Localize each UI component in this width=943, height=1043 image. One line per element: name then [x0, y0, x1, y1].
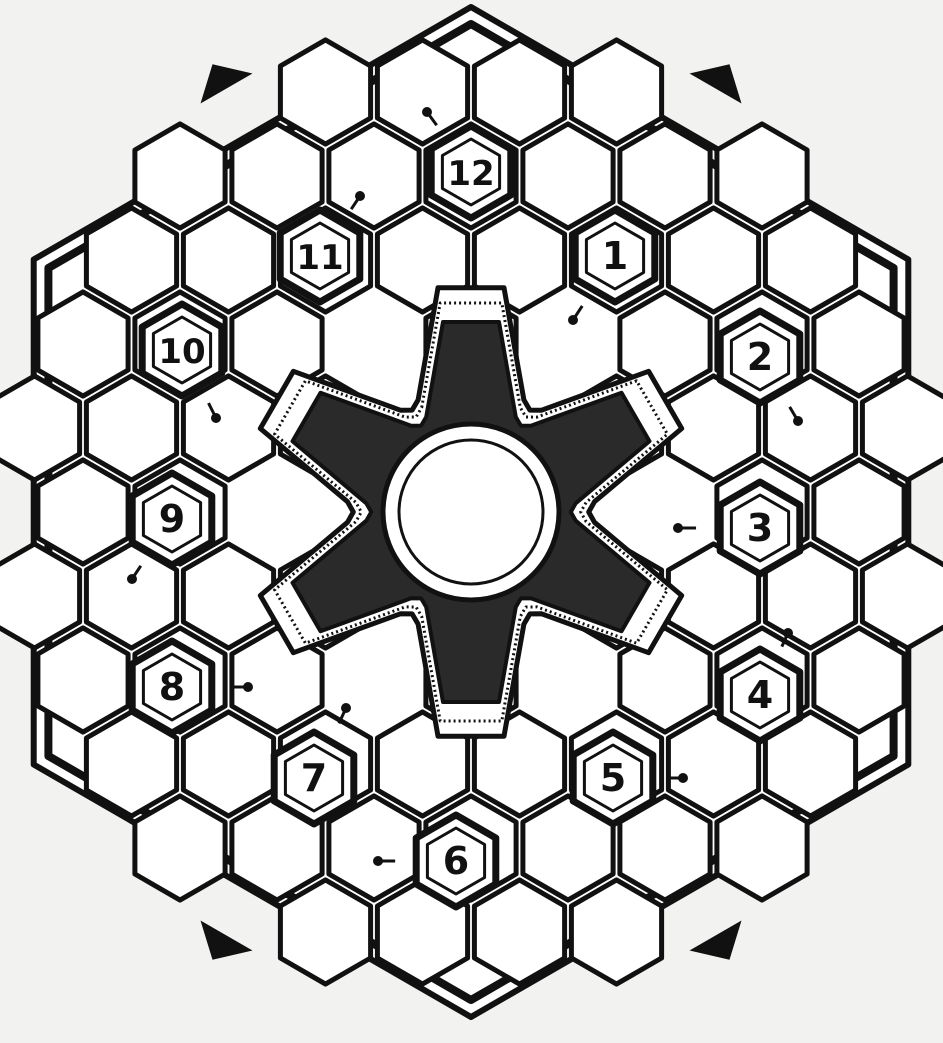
cell-number-label: 6 [443, 839, 469, 883]
cell-number-label: 2 [747, 335, 773, 379]
hex-cell [717, 124, 807, 228]
hex-cell [38, 460, 128, 564]
hex-cell [86, 376, 176, 480]
hex-cell [765, 208, 855, 312]
hex-cell [38, 292, 128, 396]
hex-cell [814, 628, 904, 732]
cell-number-label: 12 [447, 154, 494, 194]
cell-number-label: 10 [158, 332, 205, 372]
pointer-dot [373, 856, 383, 866]
pointer-dot [127, 574, 137, 584]
hex-cell [620, 124, 710, 228]
hex-cell [135, 124, 225, 228]
cell-number-label: 5 [600, 756, 626, 800]
cell-number-label: 8 [159, 665, 185, 709]
pointer-dot [243, 682, 253, 692]
cell-number-label: 7 [301, 756, 327, 800]
hex-cell [135, 796, 225, 900]
pointer-dot [678, 773, 688, 783]
hex-cell [571, 40, 661, 144]
cell-number-label: 1 [602, 234, 628, 278]
cell-number-label: 9 [159, 497, 185, 541]
hex-cell [377, 40, 467, 144]
hex-cell [814, 292, 904, 396]
central-channel-inner [399, 440, 543, 584]
hex-cell [329, 124, 419, 228]
corner-block [201, 64, 253, 103]
pointer-dot [355, 191, 365, 201]
hex-cell [183, 208, 273, 312]
hex-cell [668, 208, 758, 312]
hex-cell [280, 40, 370, 144]
hex-cell [814, 460, 904, 564]
corner-block [690, 921, 742, 960]
hex-cell [474, 40, 564, 144]
hex-cell [571, 880, 661, 984]
corner-block [201, 921, 253, 960]
pointer-dot [211, 413, 221, 423]
hex-cell [280, 880, 370, 984]
pointer-dot [422, 107, 432, 117]
pointer-dot [341, 703, 351, 713]
pointer-dot [673, 523, 683, 533]
hex-cell [183, 712, 273, 816]
cell-number-label: 3 [747, 506, 773, 550]
hex-cell [717, 796, 807, 900]
hex-cell [86, 208, 176, 312]
pointer-dot [793, 416, 803, 426]
cell-number-label: 4 [747, 673, 773, 717]
corner-block [690, 64, 742, 103]
hex-cell [523, 124, 613, 228]
pointer-dot [783, 628, 793, 638]
cell-number-label: 11 [296, 238, 343, 278]
hex-cell [38, 628, 128, 732]
hex-cell [232, 124, 322, 228]
pointer-dot [568, 315, 578, 325]
hex-cell [474, 880, 564, 984]
